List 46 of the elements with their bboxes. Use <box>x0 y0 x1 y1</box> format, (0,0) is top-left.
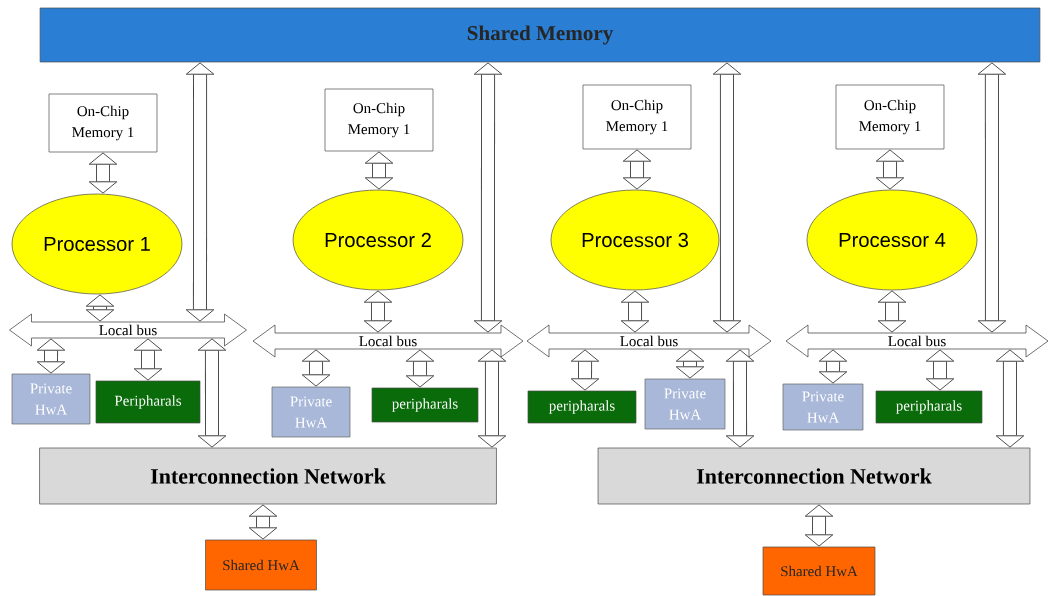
interconnection-network-box: Interconnection Network <box>597 447 1031 505</box>
double-arrow <box>364 151 394 190</box>
double-arrow <box>620 290 650 333</box>
memory-box: On-Chip Memory 1 <box>324 88 434 152</box>
double-arrow <box>877 290 907 333</box>
double-arrow <box>185 62 215 322</box>
peripherals-box: peripharals <box>527 390 637 424</box>
peripherals-box: peripharals <box>875 390 983 424</box>
double-arrow <box>925 349 955 391</box>
double-arrow <box>725 349 755 448</box>
local-bus-bar: Local bus <box>252 324 524 358</box>
memory-box: On-Chip Memory 1 <box>835 84 945 150</box>
local-bus-bar: Local bus <box>526 324 772 358</box>
double-arrow <box>622 149 652 190</box>
double-arrow <box>570 349 600 391</box>
double-arrow <box>712 62 742 333</box>
hardware-accelerator-box: Private HwA <box>782 383 864 431</box>
hardware-accelerator-box: Private HwA <box>11 373 91 425</box>
local-bus-bar: Local bus <box>9 313 247 347</box>
double-arrow <box>977 62 1007 333</box>
double-arrow <box>88 152 118 194</box>
hardware-accelerator-box: Private HwA <box>644 378 726 430</box>
double-arrow <box>477 349 507 448</box>
shared-accelerator-box: Shared HwA <box>762 546 876 596</box>
double-arrow <box>301 349 331 387</box>
local-bus-bar: Local bus <box>785 324 1049 358</box>
double-arrow <box>36 338 66 374</box>
double-arrow <box>133 338 163 381</box>
double-arrow <box>473 62 503 333</box>
double-arrow <box>197 338 227 448</box>
double-arrow <box>85 294 115 322</box>
double-arrow <box>405 349 435 388</box>
double-arrow <box>818 349 848 384</box>
memory-box: On-Chip Memory 1 <box>582 84 692 150</box>
hardware-accelerator-box: Private HwA <box>271 386 351 438</box>
peripherals-box: peripharals <box>371 387 479 423</box>
double-arrow <box>363 290 393 333</box>
double-arrow <box>875 149 905 190</box>
shared-memory-bar: Shared Memory <box>39 7 1041 63</box>
double-arrow <box>675 349 705 379</box>
double-arrow <box>248 504 278 540</box>
peripherals-box: Peripharals <box>95 380 201 424</box>
double-arrow <box>995 349 1025 448</box>
double-arrow <box>804 504 834 547</box>
interconnection-network-box: Interconnection Network <box>39 447 497 505</box>
shared-accelerator-box: Shared HwA <box>205 539 317 591</box>
